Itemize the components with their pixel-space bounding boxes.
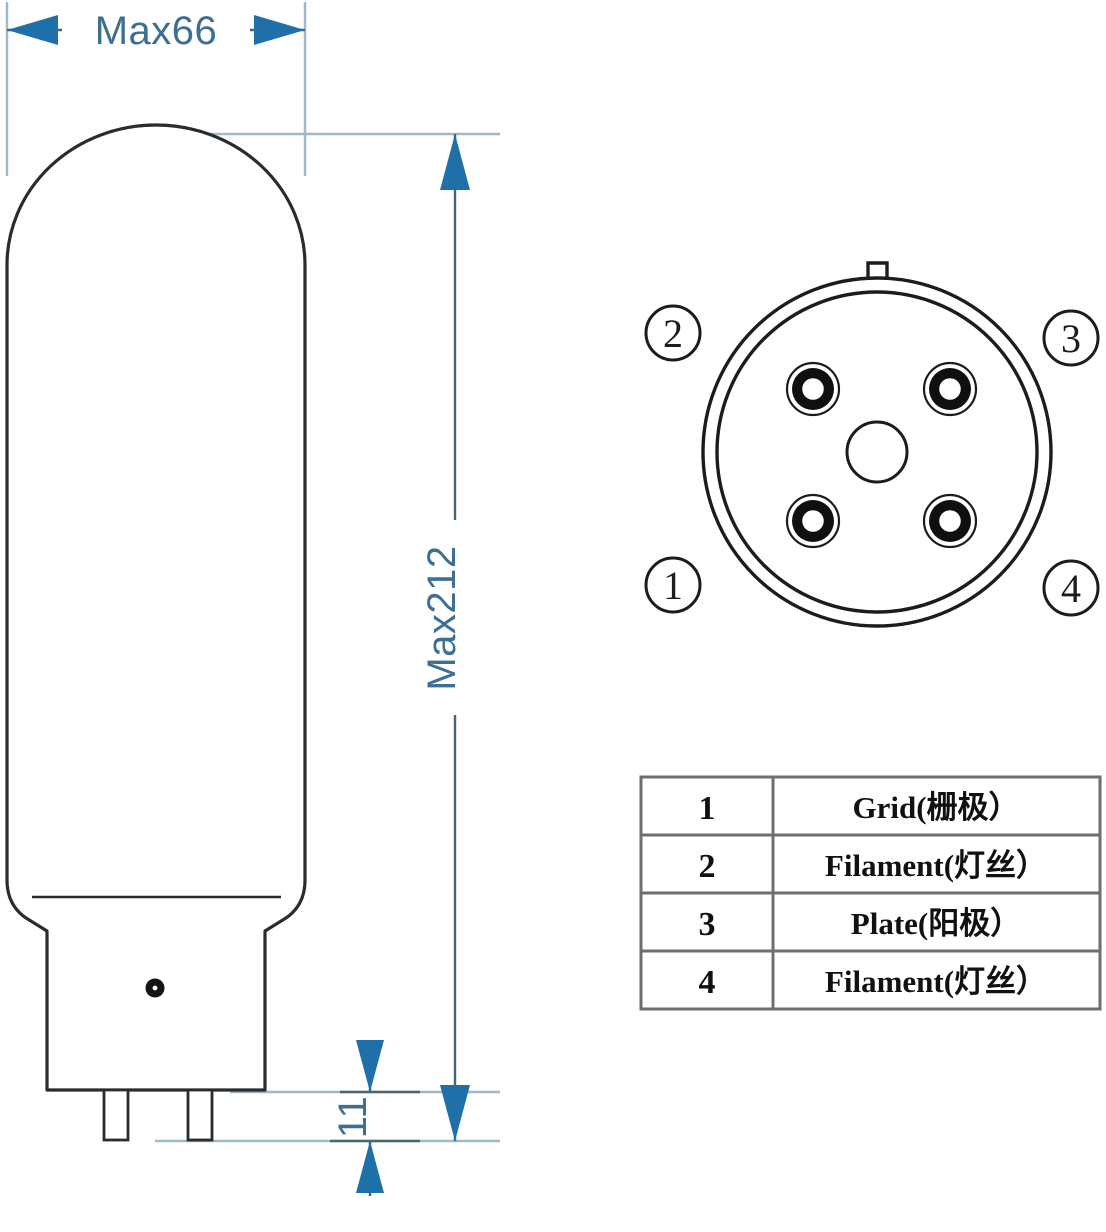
table-cell-pin: 4: [699, 964, 716, 1001]
dimension-max212: Max212: [420, 134, 470, 1141]
arrowhead-max212-bottom: [440, 1085, 470, 1141]
socket-center-hole: [845, 420, 909, 484]
pin-callout-2-label: 2: [663, 311, 683, 356]
dimension-label-max212: Max212: [420, 545, 464, 690]
table-row: 2 Filament(灯丝）: [699, 848, 1048, 885]
socket-pin-hole-4: [922, 493, 978, 549]
table-cell-function: Plate(阳极）: [851, 906, 1021, 941]
socket-pin-holes: [785, 361, 978, 549]
pin-left: [102, 1088, 130, 1142]
socket-outer-circle: [701, 276, 1053, 628]
socket-pin-hole-2: [785, 361, 841, 417]
arrowhead-max66-right: [254, 15, 305, 45]
pin-callout-4: 4: [1042, 559, 1100, 617]
pin-function-table: 1 Grid(栅极） 2 Filament(灯丝） 3 Plate(阳极） 4 …: [639, 775, 1102, 1011]
pin-callout-1-label: 1: [663, 563, 683, 608]
arrowhead-11-top: [356, 1040, 384, 1092]
base-pip-dot: [145, 978, 165, 998]
table-cell-function: Filament(灯丝）: [825, 848, 1047, 883]
pin-callout-4-label: 4: [1061, 566, 1081, 611]
socket-pin-hole-1: [785, 493, 841, 549]
locating-key-tab: [866, 261, 889, 280]
socket-pin-callouts: 2 3 1 4: [644, 304, 1100, 617]
pin-callout-1: 1: [644, 556, 702, 614]
table-cell-pin: 3: [699, 906, 716, 943]
dimension-max66: Max66: [7, 9, 305, 53]
glass-envelope-path: [5, 123, 307, 1092]
arrowhead-max212-top: [440, 134, 470, 190]
arrowhead-max66-left: [7, 15, 58, 45]
dimension-label-max66: Max66: [95, 9, 218, 53]
pin-callout-3: 3: [1042, 309, 1100, 367]
dimension-pin-length: 11: [330, 1040, 420, 1196]
table-cell-function: Filament(灯丝）: [825, 964, 1047, 999]
pin-right: [186, 1088, 214, 1142]
pin-callout-2: 2: [644, 304, 702, 362]
socket-inner-circle: [715, 290, 1039, 614]
arrowhead-11-bottom: [356, 1141, 384, 1193]
table-row: 4 Filament(灯丝）: [699, 964, 1048, 1001]
base-pins: [102, 1088, 214, 1142]
socket-pin-hole-3: [922, 361, 978, 417]
table-row: 1 Grid(栅极）: [699, 790, 1020, 827]
table-row: 3 Plate(阳极）: [699, 906, 1022, 943]
dimension-label-11: 11: [331, 1096, 375, 1139]
table-cell-pin: 2: [699, 848, 716, 885]
pin-callout-3-label: 3: [1061, 316, 1081, 361]
table-cell-function: Grid(栅极）: [852, 790, 1019, 825]
tube-envelope-outline: [5, 123, 307, 1092]
table-cell-pin: 1: [699, 790, 716, 827]
socket-bottom-view: [701, 261, 1053, 628]
